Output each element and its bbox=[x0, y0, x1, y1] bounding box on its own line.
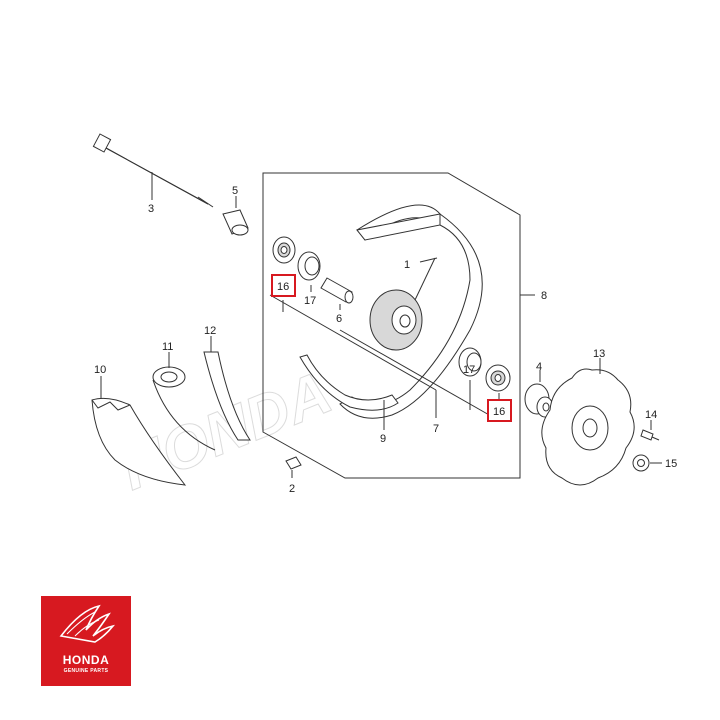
label-7: 7 bbox=[433, 423, 439, 435]
right-dust-seal bbox=[485, 364, 511, 392]
disc-bolt bbox=[640, 429, 660, 441]
label-8: 8 bbox=[541, 290, 547, 302]
label-9: 9 bbox=[380, 433, 386, 445]
label-4: 4 bbox=[536, 361, 542, 373]
wheel-hub bbox=[369, 289, 423, 351]
left-dust-seal bbox=[272, 236, 296, 264]
collar bbox=[222, 209, 249, 236]
label-12: 12 bbox=[204, 325, 216, 337]
tire bbox=[91, 397, 187, 486]
left-bearing bbox=[297, 251, 321, 281]
axle bbox=[92, 133, 214, 208]
label-16-right: 16 bbox=[493, 406, 505, 418]
label-5: 5 bbox=[232, 185, 238, 197]
label-15: 15 bbox=[665, 458, 677, 470]
label-17-left: 17 bbox=[304, 295, 316, 307]
label-11: 11 bbox=[162, 341, 173, 353]
label-2: 2 bbox=[289, 483, 295, 495]
rim-tape bbox=[299, 354, 399, 411]
label-17-right: 17 bbox=[463, 364, 475, 376]
highlight-16-left[interactable]: 16 bbox=[271, 274, 296, 297]
inner-tube bbox=[152, 366, 216, 451]
distance-collar bbox=[320, 277, 354, 304]
wing-icon bbox=[59, 604, 115, 643]
label-16-left: 16 bbox=[277, 281, 289, 293]
label-14: 14 bbox=[645, 409, 657, 421]
right-bearing bbox=[458, 347, 482, 377]
label-6: 6 bbox=[336, 313, 342, 325]
label-3: 3 bbox=[148, 203, 154, 215]
honda-logo: HONDA GENUINE PARTS bbox=[41, 596, 131, 686]
highlight-16-right[interactable]: 16 bbox=[487, 399, 512, 422]
logo-brand: HONDA bbox=[62, 653, 110, 667]
assembly-frame bbox=[262, 172, 521, 479]
rim-band bbox=[203, 351, 251, 441]
label-10: 10 bbox=[94, 364, 106, 376]
logo-tagline: GENUINE PARTS bbox=[63, 668, 109, 674]
disc-nut bbox=[632, 454, 650, 472]
wheel-rim bbox=[339, 204, 483, 419]
valve-stem bbox=[285, 456, 302, 470]
brake-disc bbox=[541, 368, 635, 486]
label-13: 13 bbox=[593, 348, 605, 360]
label-1: 1 bbox=[404, 259, 410, 271]
